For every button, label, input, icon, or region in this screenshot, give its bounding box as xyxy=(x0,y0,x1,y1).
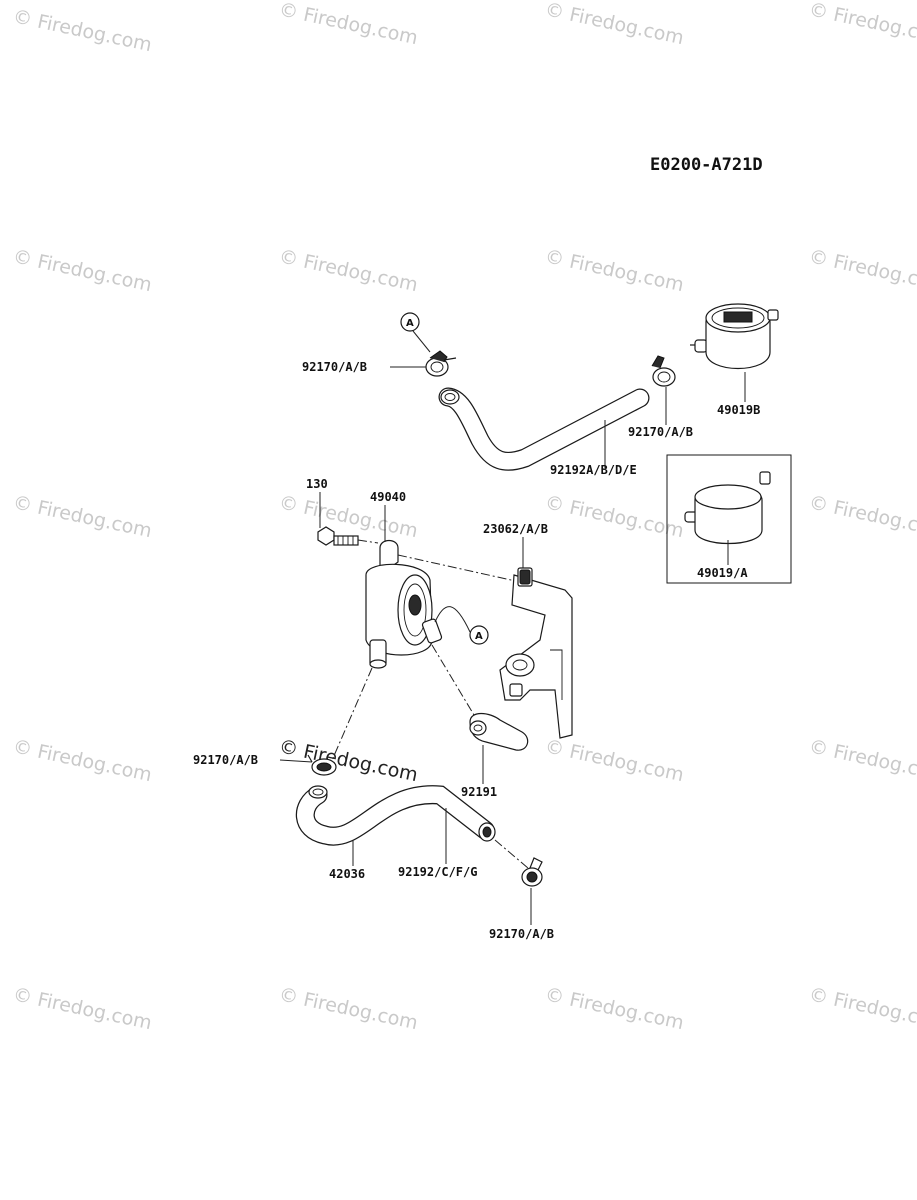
callout-a-top: A xyxy=(400,312,431,353)
part-label-clamp-bottom: 92170/A/B xyxy=(489,927,554,941)
watermark: © Firedog.com xyxy=(543,983,686,1034)
part-label-cap: 92191 xyxy=(461,785,497,799)
watermark: © Firedog.com xyxy=(277,0,420,49)
center-line-bolt xyxy=(357,539,379,544)
fuel-filter-inset[interactable] xyxy=(684,471,771,544)
clamp-top-right[interactable] xyxy=(651,355,676,387)
part-label-bolt: 130 xyxy=(306,477,328,491)
watermark: © Firedog.com xyxy=(11,735,154,786)
watermark: © Firedog.com xyxy=(277,245,420,296)
part-label-hose-top: 92192A/B/D/E xyxy=(550,463,637,477)
center-line-pump-clamp xyxy=(329,667,373,766)
clamp-mid-left[interactable] xyxy=(307,754,337,776)
part-label-clamp-top-right: 92170/A/B xyxy=(628,425,693,439)
callout-letter: A xyxy=(475,631,483,642)
watermark-grid: © Firedog.com © Firedog.com © Firedog.co… xyxy=(11,0,917,1034)
cap[interactable] xyxy=(469,712,529,751)
part-label-clamp-top-left: 92170/A/B xyxy=(302,360,367,374)
center-line-pump-bracket xyxy=(397,554,521,583)
leader-clamp-mid-left xyxy=(279,759,313,763)
clamp-top-left[interactable] xyxy=(425,350,457,377)
part-label-filter-top: 49019B xyxy=(717,403,760,417)
callout-a-mid: A xyxy=(434,606,489,645)
watermark: © Firedog.com xyxy=(11,245,154,296)
watermark: © Firedog.com xyxy=(11,491,154,542)
center-line-hose-clamp xyxy=(494,839,529,869)
watermark: © Firedog.com xyxy=(543,245,686,296)
diagram-code: E0200-A721D xyxy=(650,155,763,175)
hose-top[interactable] xyxy=(438,387,650,471)
watermark: © Firedog.com xyxy=(11,983,154,1034)
center-line-pump-cap xyxy=(431,644,481,726)
watermark: © Firedog.com xyxy=(543,735,686,786)
watermark: © Firedog.com xyxy=(807,245,917,296)
fuel-pump[interactable] xyxy=(365,539,443,669)
part-label-filter-inset: 49019/A xyxy=(697,566,748,580)
watermark: © Firedog.com xyxy=(543,491,686,542)
fuel-filter-top[interactable] xyxy=(690,303,779,369)
watermark: © Firedog.com xyxy=(807,0,917,49)
bracket[interactable] xyxy=(499,567,573,739)
part-label-pump: 49040 xyxy=(370,490,406,504)
hose-lower[interactable] xyxy=(295,785,496,846)
part-label-bracket: 23062/A/B xyxy=(483,522,548,536)
watermark: © Firedog.com xyxy=(277,983,420,1034)
watermark: © Firedog.com xyxy=(807,983,917,1034)
watermark: © Firedog.com xyxy=(543,0,686,49)
clamp-bottom[interactable] xyxy=(521,857,543,887)
watermark: © Firedog.com xyxy=(11,5,154,56)
watermark: © Firedog.com xyxy=(807,735,917,786)
part-label-hose-lower-alt: 92192/C/F/G xyxy=(398,865,477,879)
part-label-hose-lower: 42036 xyxy=(329,867,365,881)
part-label-clamp-mid-left: 92170/A/B xyxy=(193,753,258,767)
callout-letter: A xyxy=(406,318,414,329)
watermark: © Firedog.com xyxy=(807,491,917,542)
inset-box xyxy=(666,454,792,584)
bolt[interactable] xyxy=(317,526,359,546)
